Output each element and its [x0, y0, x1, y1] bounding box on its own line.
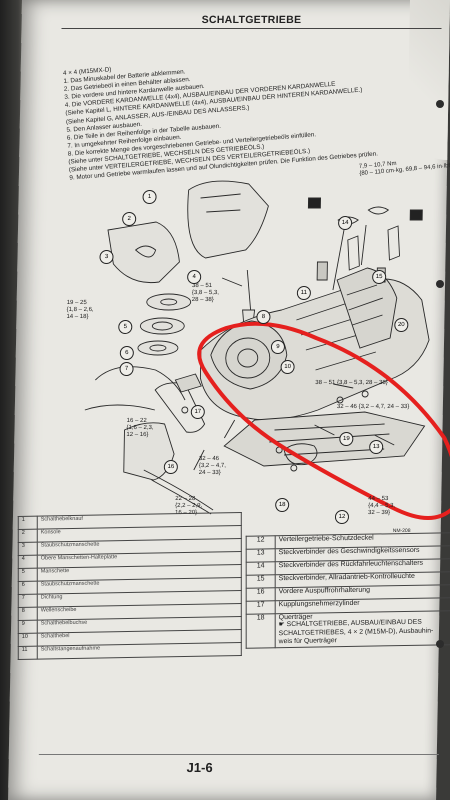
torque-label: 19 – 25 {1,8 – 2,6, 14 – 18} [66, 300, 94, 320]
torque-label: 44 – 53 {4,4 – 5,3, 32 – 39} [367, 496, 396, 516]
footer-divider [38, 754, 439, 755]
torque-label: 16 – 22 {1,6 – 2,3, 12 – 16} [126, 418, 154, 438]
red-annotation-ring [197, 321, 450, 520]
header-divider [61, 28, 442, 29]
legend-row-crossmember: 18 Querträger ☛ SCHALTGETRIEBE, AUSBAU/E… [246, 610, 450, 648]
binder-holes [436, 80, 444, 680]
cross-reference-note: weis für Querträger [278, 637, 337, 646]
binder-hole [436, 280, 444, 288]
page-number: J1-6 [186, 760, 213, 775]
binder-hole [436, 640, 444, 648]
manual-page: SCHALTGETRIEBE 4 × 4 (M15MX-D) 1. Das Mi… [8, 0, 450, 800]
torque-label: 38 – 51 {3,8 – 5,3, 28 – 38} [191, 283, 219, 303]
torque-label: 38 – 51 {3,8 – 5,3, 28 – 38} [315, 380, 388, 386]
torque-label: 32 – 46 {3,2 – 4,7, 24 – 33} [198, 456, 226, 476]
binder-hole [436, 100, 444, 108]
section-title: SCHALTGETRIEBE [201, 14, 302, 26]
transmission-exploded-diagram [84, 180, 450, 520]
torque-label: 32 – 46 {3,2 – 4,7, 24 – 33} [336, 404, 410, 410]
